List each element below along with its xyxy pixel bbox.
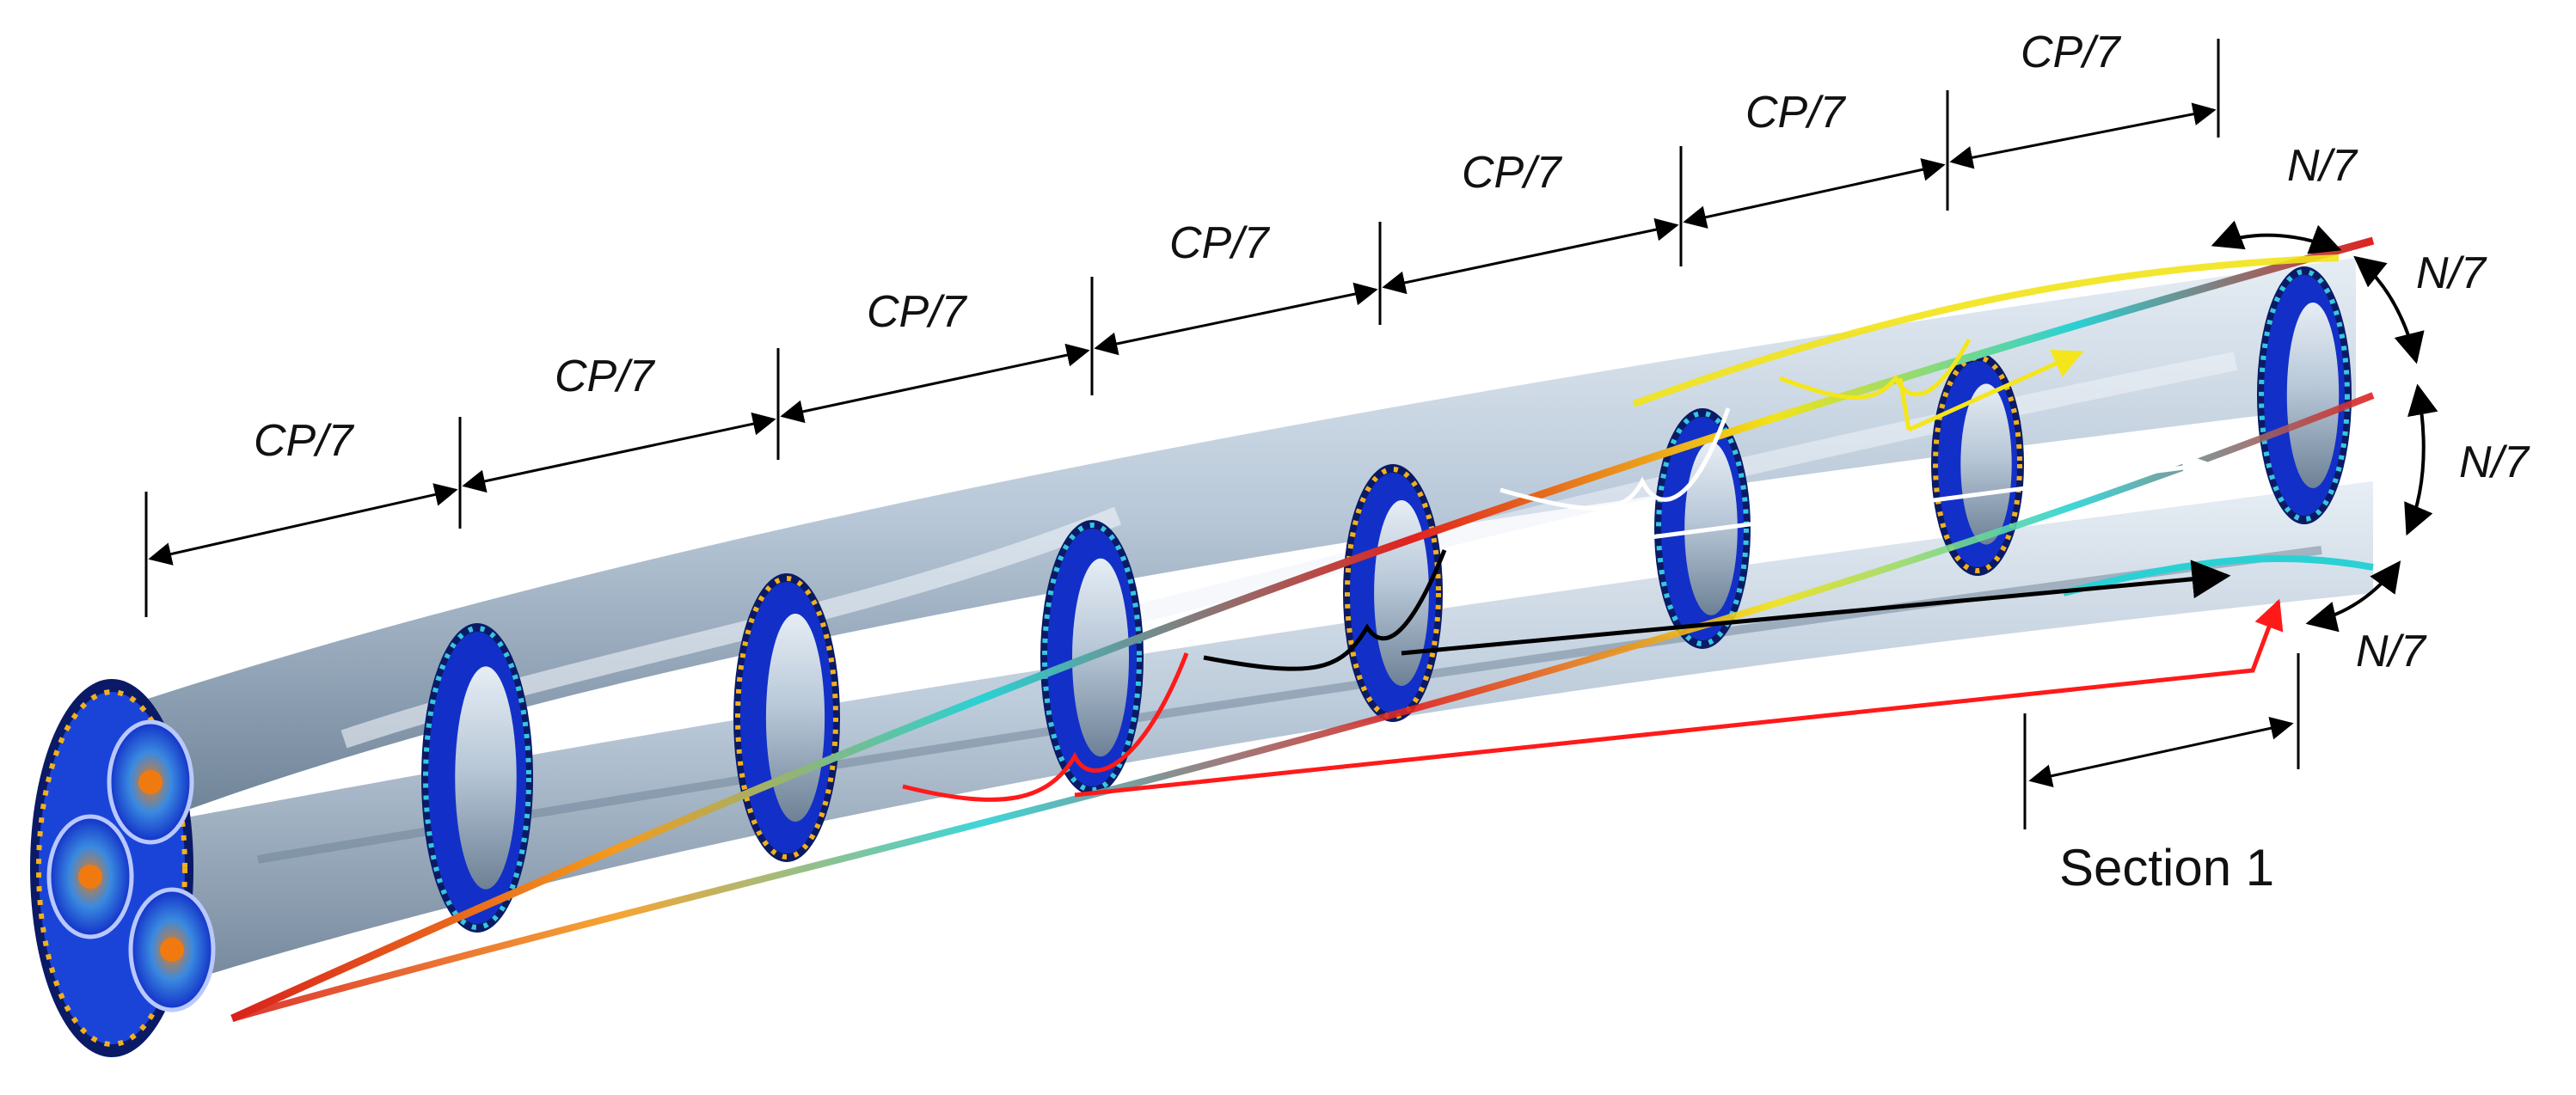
cp-label-7: CP/7 xyxy=(2021,28,2122,77)
disk-core-bundle-4 xyxy=(1374,500,1429,686)
n-label-1: N/7 xyxy=(2287,141,2358,191)
n-arc-2 xyxy=(2353,255,2425,364)
disk-core-bundle-6 xyxy=(1960,383,2012,545)
white-arrow xyxy=(1650,452,2213,540)
n-label-2: N/7 xyxy=(2416,248,2487,298)
cp-label-5: CP/7 xyxy=(1462,148,1563,198)
red-brace xyxy=(902,652,1189,802)
disk-wire-ring-4 xyxy=(1345,467,1441,719)
n-arc-4 xyxy=(2305,560,2401,633)
cp-arrow-6 xyxy=(1683,158,1946,229)
disk-wire-ring-6 xyxy=(1933,355,2022,573)
cp-arrow-4 xyxy=(1094,282,1378,356)
yellow-brace xyxy=(1779,338,1972,400)
cp-arrow-5 xyxy=(1382,217,1679,295)
section-label: Section 1 xyxy=(2059,839,2274,896)
cp-label-6: CP/7 xyxy=(1745,88,1847,138)
cp-label-4: CP/7 xyxy=(1169,218,1271,268)
disk-wire-ring-5 xyxy=(1656,411,1749,646)
black-arrow xyxy=(1401,560,2231,656)
disk-wire-ring-1 xyxy=(423,626,531,930)
phase-paths xyxy=(902,338,2284,802)
cp-arrow-1 xyxy=(148,483,458,566)
armour-wire-1 xyxy=(230,236,2375,1023)
disk-wire-ring-2 xyxy=(735,576,838,859)
n-label-4: N/7 xyxy=(2356,627,2427,676)
cp-arrow-3 xyxy=(780,343,1090,424)
red-path-arrow xyxy=(1074,598,2284,798)
cp-arrow-7 xyxy=(1949,102,2217,169)
n-label-3: N/7 xyxy=(2459,437,2530,487)
n-dimensions: N/7 N/7 N/7 N/7 xyxy=(2211,141,2530,676)
armour-wire-2 xyxy=(230,392,2375,1022)
armour-wire-3 xyxy=(1632,254,2340,407)
yellow-brace-stem xyxy=(1898,377,1911,431)
cp-dimensions: CP/7 CP/7 CP/7 CP/7 CP/7 CP/7 CP/7 xyxy=(144,28,2220,617)
n-arc-1 xyxy=(2211,220,2342,254)
cp-label-3: CP/7 xyxy=(867,287,968,337)
conductor-band-bottom xyxy=(146,481,2373,988)
disk-wire-ring-7 xyxy=(2259,269,2350,522)
black-brace xyxy=(1203,549,1447,671)
disk-wire-ring-3 xyxy=(1042,523,1142,792)
disk-core-bundle-7 xyxy=(2286,303,2340,488)
section-arrow xyxy=(2028,716,2294,788)
section-dimension: Section 1 xyxy=(2023,653,2300,896)
cp-arrow-2 xyxy=(462,412,776,493)
yellow-arrow xyxy=(1907,349,2084,432)
disk-core-bundle-1 xyxy=(455,666,517,890)
white-brace xyxy=(1500,407,1731,511)
cp-label-1: CP/7 xyxy=(254,416,355,466)
twist-highlight-2 xyxy=(1115,352,2238,628)
cp-label-2: CP/7 xyxy=(555,352,656,401)
n-arc-3 xyxy=(2404,383,2438,536)
end-face xyxy=(30,679,216,1057)
conductor-band-top xyxy=(129,258,2356,825)
disk-core-bundle-2 xyxy=(765,614,825,822)
disk-core-bundle-3 xyxy=(1072,558,1129,757)
